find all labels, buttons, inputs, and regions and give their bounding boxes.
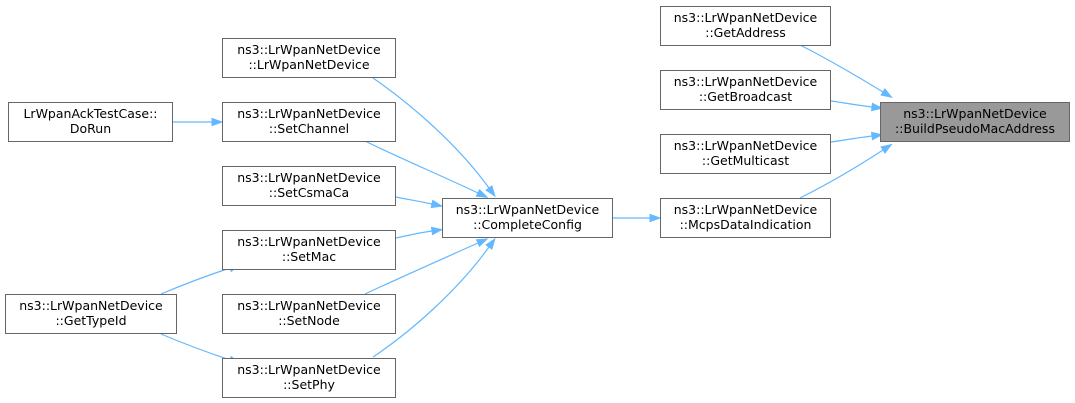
arrow-head-icon — [475, 188, 489, 198]
edge-line — [799, 44, 884, 93]
node-setchannel[interactable]: ns3::LrWpanNetDevice::SetChannel — [222, 102, 396, 142]
node-label-line1: ns3::LrWpanNetDevice — [237, 362, 381, 377]
node-label-line2: ::LrWpanNetDevice — [248, 57, 369, 72]
node-label-line1: ns3::LrWpanNetDevice — [456, 202, 600, 217]
node-setcsmaca[interactable]: ns3::LrWpanNetDevice::SetCsmaCa — [222, 166, 396, 206]
node-label-line2: ::SetCsmaCa — [269, 185, 349, 200]
edge-line — [364, 140, 479, 194]
edge-line — [395, 230, 433, 239]
edge-getbroadcast-to-build — [830, 100, 884, 112]
arrow-head-icon — [475, 238, 489, 248]
edge-mcps-to-build — [799, 143, 893, 199]
node-box — [222, 102, 396, 142]
arrow-head-icon — [485, 237, 496, 250]
node-label-line1: ns3::LrWpanNetDevice — [237, 234, 381, 249]
node-label-line1: ns3::LrWpanNetDevice — [237, 106, 381, 121]
node-label-line1: ns3::LrWpanNetDevice — [674, 10, 818, 25]
node-label-line2: ::SetMac — [282, 249, 336, 264]
node-box — [5, 294, 177, 334]
node-ackrun[interactable]: LrWpanAckTestCase::DoRun — [8, 102, 173, 142]
arrow-head-icon — [649, 213, 662, 223]
edge-line — [830, 135, 873, 143]
node-label-line1: ns3::LrWpanNetDevice — [237, 42, 381, 57]
edge-line — [160, 333, 231, 361]
node-ctor[interactable]: ns3::LrWpanNetDevice::LrWpanNetDevice — [222, 38, 396, 78]
edge-complete-to-mcps — [613, 213, 662, 223]
node-label-line2: ::McpsDataIndication — [680, 217, 812, 232]
node-label-line2: ::GetTypeId — [55, 313, 126, 328]
node-setnode[interactable]: ns3::LrWpanNetDevice::SetNode — [222, 294, 396, 334]
node-label-line2: ::SetNode — [278, 313, 340, 328]
node-box — [660, 70, 831, 110]
node-mcps[interactable]: ns3::LrWpanNetDevice::McpsDataIndication — [660, 198, 831, 238]
node-box — [222, 166, 396, 206]
node-complete[interactable]: ns3::LrWpanNetDevice::CompleteConfig — [442, 198, 613, 238]
edge-line — [395, 196, 433, 205]
edge-line — [830, 100, 873, 108]
arrow-head-icon — [430, 199, 444, 209]
node-label-line1: ns3::LrWpanNetDevice — [674, 74, 818, 89]
edge-line — [160, 267, 231, 295]
arrow-head-icon — [870, 131, 884, 141]
node-gettypeid[interactable]: ns3::LrWpanNetDevice::GetTypeId — [5, 294, 177, 334]
node-label-line2: DoRun — [70, 121, 111, 136]
node-label-line1: LrWpanAckTestCase:: — [23, 106, 157, 121]
edge-setphy-to-complete — [372, 237, 496, 358]
arrow-head-icon — [211, 117, 224, 127]
node-label-line1: ns3::LrWpanNetDevice — [19, 298, 163, 313]
arrow-head-icon — [485, 185, 496, 198]
node-box — [660, 134, 831, 174]
node-label-line2: ::CompleteConfig — [473, 217, 582, 232]
edge-setmac-to-complete — [395, 226, 444, 239]
node-getaddress[interactable]: ns3::LrWpanNetDevice::GetAddress — [660, 6, 831, 46]
node-label-line2: ::SetChannel — [269, 121, 349, 136]
edge-setcsmaca-to-complete — [395, 196, 444, 209]
node-getbroadcast[interactable]: ns3::LrWpanNetDevice::GetBroadcast — [660, 70, 831, 110]
node-label-line2: ::SetPhy — [283, 377, 335, 392]
node-box — [222, 38, 396, 78]
edge-line — [364, 242, 479, 295]
arrow-head-icon — [880, 143, 893, 154]
node-label-line2: ::GetMulticast — [702, 153, 789, 168]
edge-getaddress-to-build — [799, 44, 893, 98]
edge-line — [372, 77, 490, 189]
node-label-line1: ns3::LrWpanNetDevice — [237, 170, 381, 185]
edge-setchannel-to-complete — [364, 140, 489, 198]
node-label-line2: ::GetAddress — [705, 25, 785, 40]
edge-setnode-to-complete — [364, 238, 489, 295]
node-box — [8, 102, 173, 142]
node-box — [660, 6, 831, 46]
node-label-line1: ns3::LrWpanNetDevice — [903, 106, 1047, 121]
edges-layer — [160, 44, 893, 364]
node-label-line2: ::BuildPseudoMacAddress — [895, 121, 1055, 136]
node-build[interactable]: ns3::LrWpanNetDevice::BuildPseudoMacAddr… — [880, 102, 1070, 142]
node-box — [880, 102, 1070, 142]
node-setmac[interactable]: ns3::LrWpanNetDevice::SetMac — [222, 230, 396, 270]
edge-line — [372, 246, 490, 358]
nodes-layer: ns3::LrWpanNetDevice::BuildPseudoMacAddr… — [5, 6, 1070, 398]
node-getmulticast[interactable]: ns3::LrWpanNetDevice::GetMulticast — [660, 134, 831, 174]
node-box — [222, 358, 396, 398]
node-label-line1: ns3::LrWpanNetDevice — [237, 298, 381, 313]
edge-ctor-to-complete — [372, 77, 496, 198]
edge-ackrun-to-setchannel — [172, 117, 224, 127]
node-box — [222, 230, 396, 270]
node-label-line1: ns3::LrWpanNetDevice — [674, 138, 818, 153]
arrow-head-icon — [880, 88, 893, 98]
node-label-line1: ns3::LrWpanNetDevice — [674, 202, 818, 217]
arrow-head-icon — [870, 102, 884, 112]
edge-line — [799, 149, 884, 199]
node-box — [222, 294, 396, 334]
node-setphy[interactable]: ns3::LrWpanNetDevice::SetPhy — [222, 358, 396, 398]
edge-getmulticast-to-build — [830, 131, 884, 143]
node-label-line2: ::GetBroadcast — [699, 89, 792, 104]
node-box — [660, 198, 831, 238]
node-box — [442, 198, 613, 238]
arrow-head-icon — [430, 226, 444, 236]
